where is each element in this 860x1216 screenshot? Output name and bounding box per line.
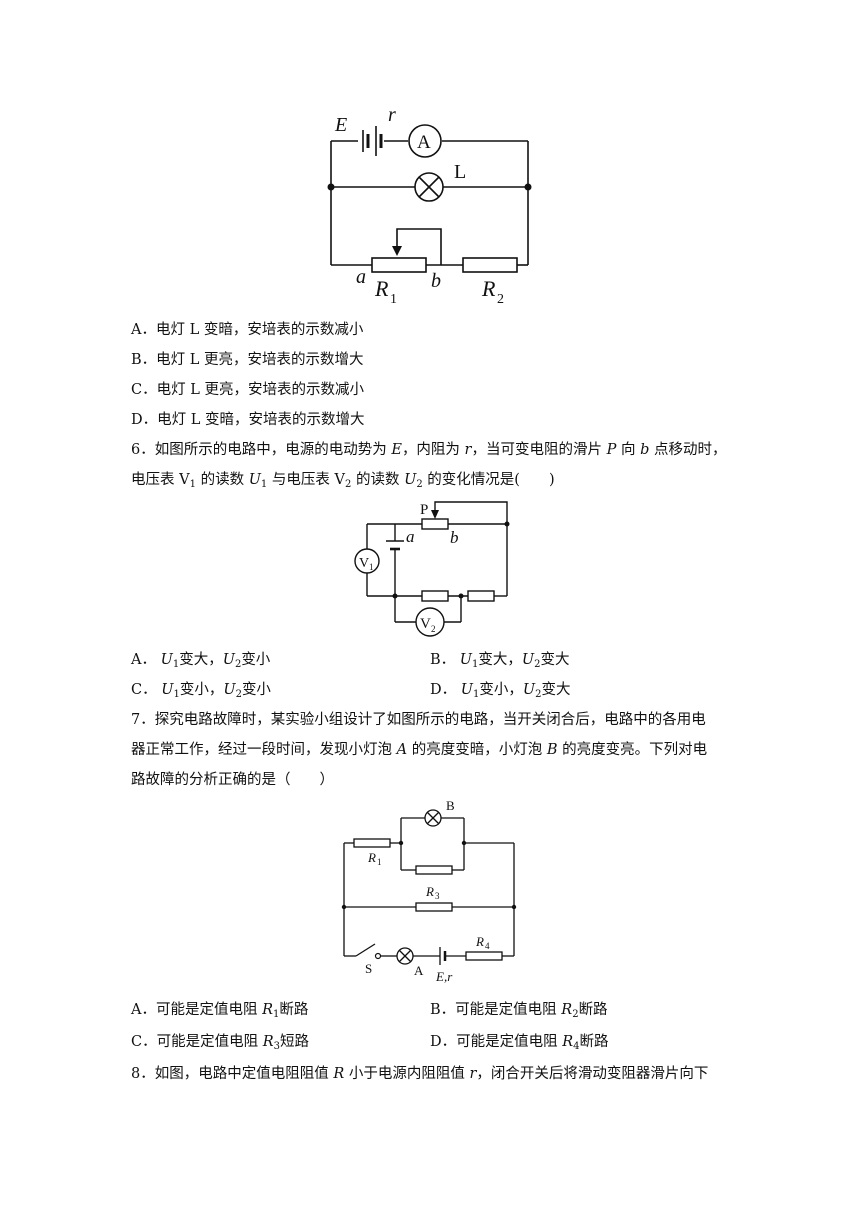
circuit-figure-q7: B R 1 R 3 R 4 S A E,r [341,798,517,984]
q6-stem-line2: 电压表 V1 的读数 U1 与电压表 V2 的读数 U2 的变化情况是( ) [131,472,555,490]
fig2-label-V1: V [359,556,369,571]
fig1-label-b: b [431,270,441,292]
fig1-label-A: A [417,132,431,153]
fig1-label-E: E [334,114,347,136]
fig3-label-S: S [365,961,372,976]
fig1-label-R2: R [481,276,496,301]
fig3-label-A: A [414,963,424,978]
q5-option-c: C．电灯 L 更亮，安培表的示数减小 [131,382,364,398]
q7-stem-line1: 7．探究电路故障时，某实验小组设计了如图所示的电路，当开关闭合后，电路中的各用电 [131,712,706,728]
fig2-label-V1-sub: 1 [369,562,374,572]
fig1-label-a: a [356,266,366,288]
fig3-label-R3: R [425,884,434,899]
fig2-label-a: a [406,527,415,546]
fig2-label-V2-sub: 2 [431,624,436,634]
fig2-label-P: P [420,502,428,518]
fig1-label-R2-sub: 2 [497,292,504,307]
q7-stem-line3: 路故障的分析正确的是（ ） [131,772,334,788]
q6-option-c: C． U1变小，U2变小 [131,682,271,700]
fig1-label-L: L [454,161,466,183]
q8-stem-line1: 8．如图，电路中定值电阻阻值 R 小于电源内阻阻值 r，闭合开关后将滑动变阻器滑… [131,1066,709,1082]
circuit-figure-q5: E r A L a b R 1 R 2 [327,104,532,307]
q7-option-a: A．可能是定值电阻 R1断路 [131,1002,309,1020]
fig2-label-b: b [450,528,459,547]
fig1-label-R1-sub: 1 [390,292,397,307]
q5-option-a: A．电灯 L 变暗，安培表的示数减小 [131,322,364,338]
fig3-label-R1-sub: 1 [377,857,382,867]
q5-option-d: D．电灯 L 变暗，安培表的示数增大 [131,412,365,428]
q7-option-b: B．可能是定值电阻 R2断路 [430,1002,608,1020]
fig3-label-R4-sub: 4 [485,941,490,951]
fig3-label-B: B [446,798,455,813]
fig1-label-r: r [388,104,396,126]
fig2-label-V2: V [420,616,431,632]
fig3-label-R4: R [475,934,484,949]
q7-option-c: C．可能是定值电阻 R3短路 [131,1034,310,1052]
q6-option-b: B． U1变大，U2变大 [430,652,570,670]
fig3-label-R3-sub: 3 [435,891,440,901]
q7-stem-line2: 器正常工作，经过一段时间，发现小灯泡 A 的亮度变暗，小灯泡 B 的亮度变亮。下… [131,742,708,758]
fig3-label-R1: R [367,850,376,865]
q6-stem-line1: 6．如图所示的电路中，电源的电动势为 E，内阻为 r，当可变电阻的滑片 P 向 … [131,442,727,458]
q6-option-a: A． U1变大，U2变小 [131,652,271,670]
q6-option-d: D． U1变小，U2变大 [430,682,571,700]
q7-option-d: D．可能是定值电阻 R4断路 [430,1034,609,1052]
circuit-figure-q6: P a b V 1 V 2 [354,501,510,637]
q5-option-b: B．电灯 L 更亮，安培表的示数增大 [131,352,364,368]
fig1-label-R1: R [374,276,389,301]
fig3-label-Er: E,r [435,969,453,984]
